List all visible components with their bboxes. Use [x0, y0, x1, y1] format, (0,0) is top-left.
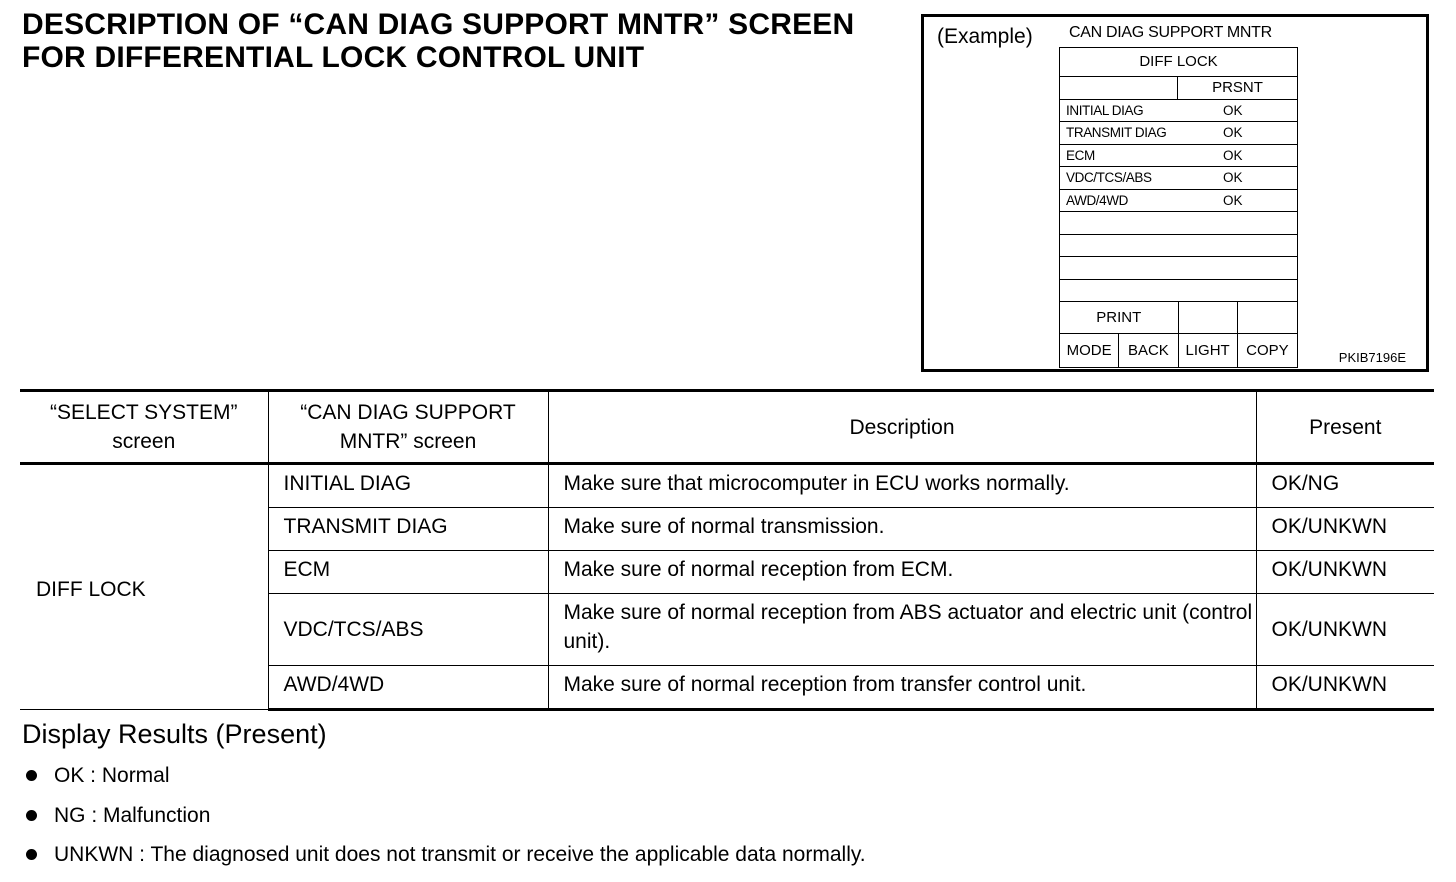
- system-cell: DIFF LOCK: [20, 463, 269, 710]
- list-item: OK : Normal: [22, 756, 866, 796]
- screen-item-value: OK: [1223, 192, 1243, 208]
- table-row: ECM Make sure of normal reception from E…: [20, 550, 1434, 594]
- present-cell: OK/UNKWN: [1255, 665, 1434, 711]
- figure-ref-code: PKIB7196E: [1338, 350, 1406, 365]
- item-cell: INITIAL DIAG: [267, 463, 549, 508]
- header-can-diag: “CAN DIAG SUPPORT MNTR” screen: [267, 390, 549, 464]
- header-select-system: “SELECT SYSTEM” screen: [20, 390, 269, 464]
- result-text: UNKWN : The diagnosed unit does not tran…: [54, 843, 866, 866]
- screen-title: CAN DIAG SUPPORT MNTR: [1069, 24, 1272, 41]
- diagnosis-table: “SELECT SYSTEM” screen “CAN DIAG SUPPORT…: [20, 389, 1434, 711]
- present-cell: OK/UNKWN: [1255, 593, 1434, 666]
- present-cell: OK/UNKWN: [1255, 550, 1434, 594]
- result-text: OK : Normal: [54, 764, 170, 787]
- screen-item-value: OK: [1223, 147, 1243, 163]
- item-cell: TRANSMIT DIAG: [268, 507, 549, 551]
- screen-button-row: MODE BACK LIGHT COPY: [1060, 334, 1297, 368]
- screen-empty-row: [1060, 212, 1297, 235]
- result-text: NG : Malfunction: [54, 803, 211, 827]
- screen-item-value: OK: [1223, 170, 1243, 185]
- item-cell: ECM: [268, 550, 549, 594]
- table-row: TRANSMIT DIAG Make sure of normal transm…: [20, 507, 1434, 551]
- description-cell: Make sure of normal transmission.: [547, 507, 1257, 551]
- table-header-row: “SELECT SYSTEM” screen “CAN DIAG SUPPORT…: [20, 390, 1434, 464]
- screen-system: DIFF LOCK: [1060, 48, 1297, 77]
- screen-item: INITIAL DIAG OK: [1060, 100, 1297, 122]
- screen-item-value: OK: [1223, 125, 1243, 140]
- bullet-icon: [26, 770, 37, 781]
- list-item: UNKWN : The diagnosed unit does not tran…: [22, 835, 866, 875]
- results-heading: Display Results (Present): [22, 719, 327, 749]
- item-cell: VDC/TCS/ABS: [268, 593, 549, 666]
- screen-item: AWD/4WD OK: [1060, 190, 1297, 212]
- screen-empty-row: [1060, 280, 1297, 302]
- light-button[interactable]: LIGHT: [1179, 334, 1238, 367]
- screen-item-value: OK: [1223, 102, 1243, 118]
- title-line-2: FOR DIFFERENTIAL LOCK CONTROL UNIT: [22, 41, 645, 74]
- results-list: OK : Normal NG : Malfunction UNKWN : The…: [22, 756, 866, 875]
- example-figure: (Example) CAN DIAG SUPPORT MNTR DIFF LOC…: [921, 14, 1429, 372]
- screen-item-name: AWD/4WD: [1066, 192, 1128, 208]
- bullet-icon: [26, 849, 37, 860]
- screen-empty-row: [1060, 235, 1297, 257]
- description-cell: Make sure of normal reception from ECM.: [547, 550, 1257, 594]
- blank-button: [1238, 302, 1297, 333]
- description-cell: Make sure of normal reception from trans…: [547, 665, 1257, 711]
- back-button[interactable]: BACK: [1119, 334, 1179, 367]
- description-cell: Make sure of normal reception from ABS a…: [547, 593, 1257, 666]
- item-cell: AWD/4WD: [268, 665, 549, 711]
- prsnt-label: PRSNT: [1177, 77, 1297, 99]
- page-title: DESCRIPTION OF “CAN DIAG SUPPORT MNTR” S…: [22, 8, 854, 74]
- header-description: Description: [547, 390, 1257, 464]
- list-item: NG : Malfunction: [22, 796, 866, 836]
- header-present: Present: [1255, 390, 1434, 464]
- mode-button[interactable]: MODE: [1060, 334, 1120, 367]
- title-line-1: DESCRIPTION OF “CAN DIAG SUPPORT MNTR” S…: [22, 8, 855, 41]
- screen-item: ECM OK: [1060, 145, 1297, 167]
- bullet-icon: [26, 809, 37, 821]
- screen-column-header: PRSNT: [1060, 77, 1297, 100]
- screen-print-row: PRINT: [1060, 302, 1297, 334]
- print-button[interactable]: PRINT: [1060, 302, 1179, 333]
- screen-item-name: TRANSMIT DIAG: [1066, 125, 1167, 140]
- screen-item-name: VDC/TCS/ABS: [1066, 170, 1152, 185]
- screen-item: TRANSMIT DIAG OK: [1060, 122, 1297, 145]
- screen-item-name: ECM: [1066, 147, 1095, 163]
- table-row: DIFF LOCK INITIAL DIAG Make sure that mi…: [20, 463, 1434, 710]
- present-cell: OK/UNKWN: [1255, 507, 1434, 551]
- present-cell: OK/NG: [1255, 463, 1434, 508]
- description-cell: Make sure that microcomputer in ECU work…: [547, 463, 1257, 508]
- display-results: Display Results (Present) OK : Normal NG…: [22, 716, 866, 875]
- blank-button: [1179, 302, 1238, 333]
- table-row: AWD/4WD Make sure of normal reception fr…: [20, 665, 1434, 711]
- example-label: (Example): [937, 25, 1033, 48]
- screen-item: VDC/TCS/ABS OK: [1060, 167, 1297, 190]
- screen-empty-row: [1060, 257, 1297, 280]
- table-row: VDC/TCS/ABS Make sure of normal receptio…: [20, 593, 1434, 666]
- copy-button[interactable]: COPY: [1246, 342, 1289, 359]
- example-screen: DIFF LOCK PRSNT INITIAL DIAG OK TRANSMIT…: [1059, 47, 1298, 368]
- screen-item-name: INITIAL DIAG: [1066, 102, 1144, 118]
